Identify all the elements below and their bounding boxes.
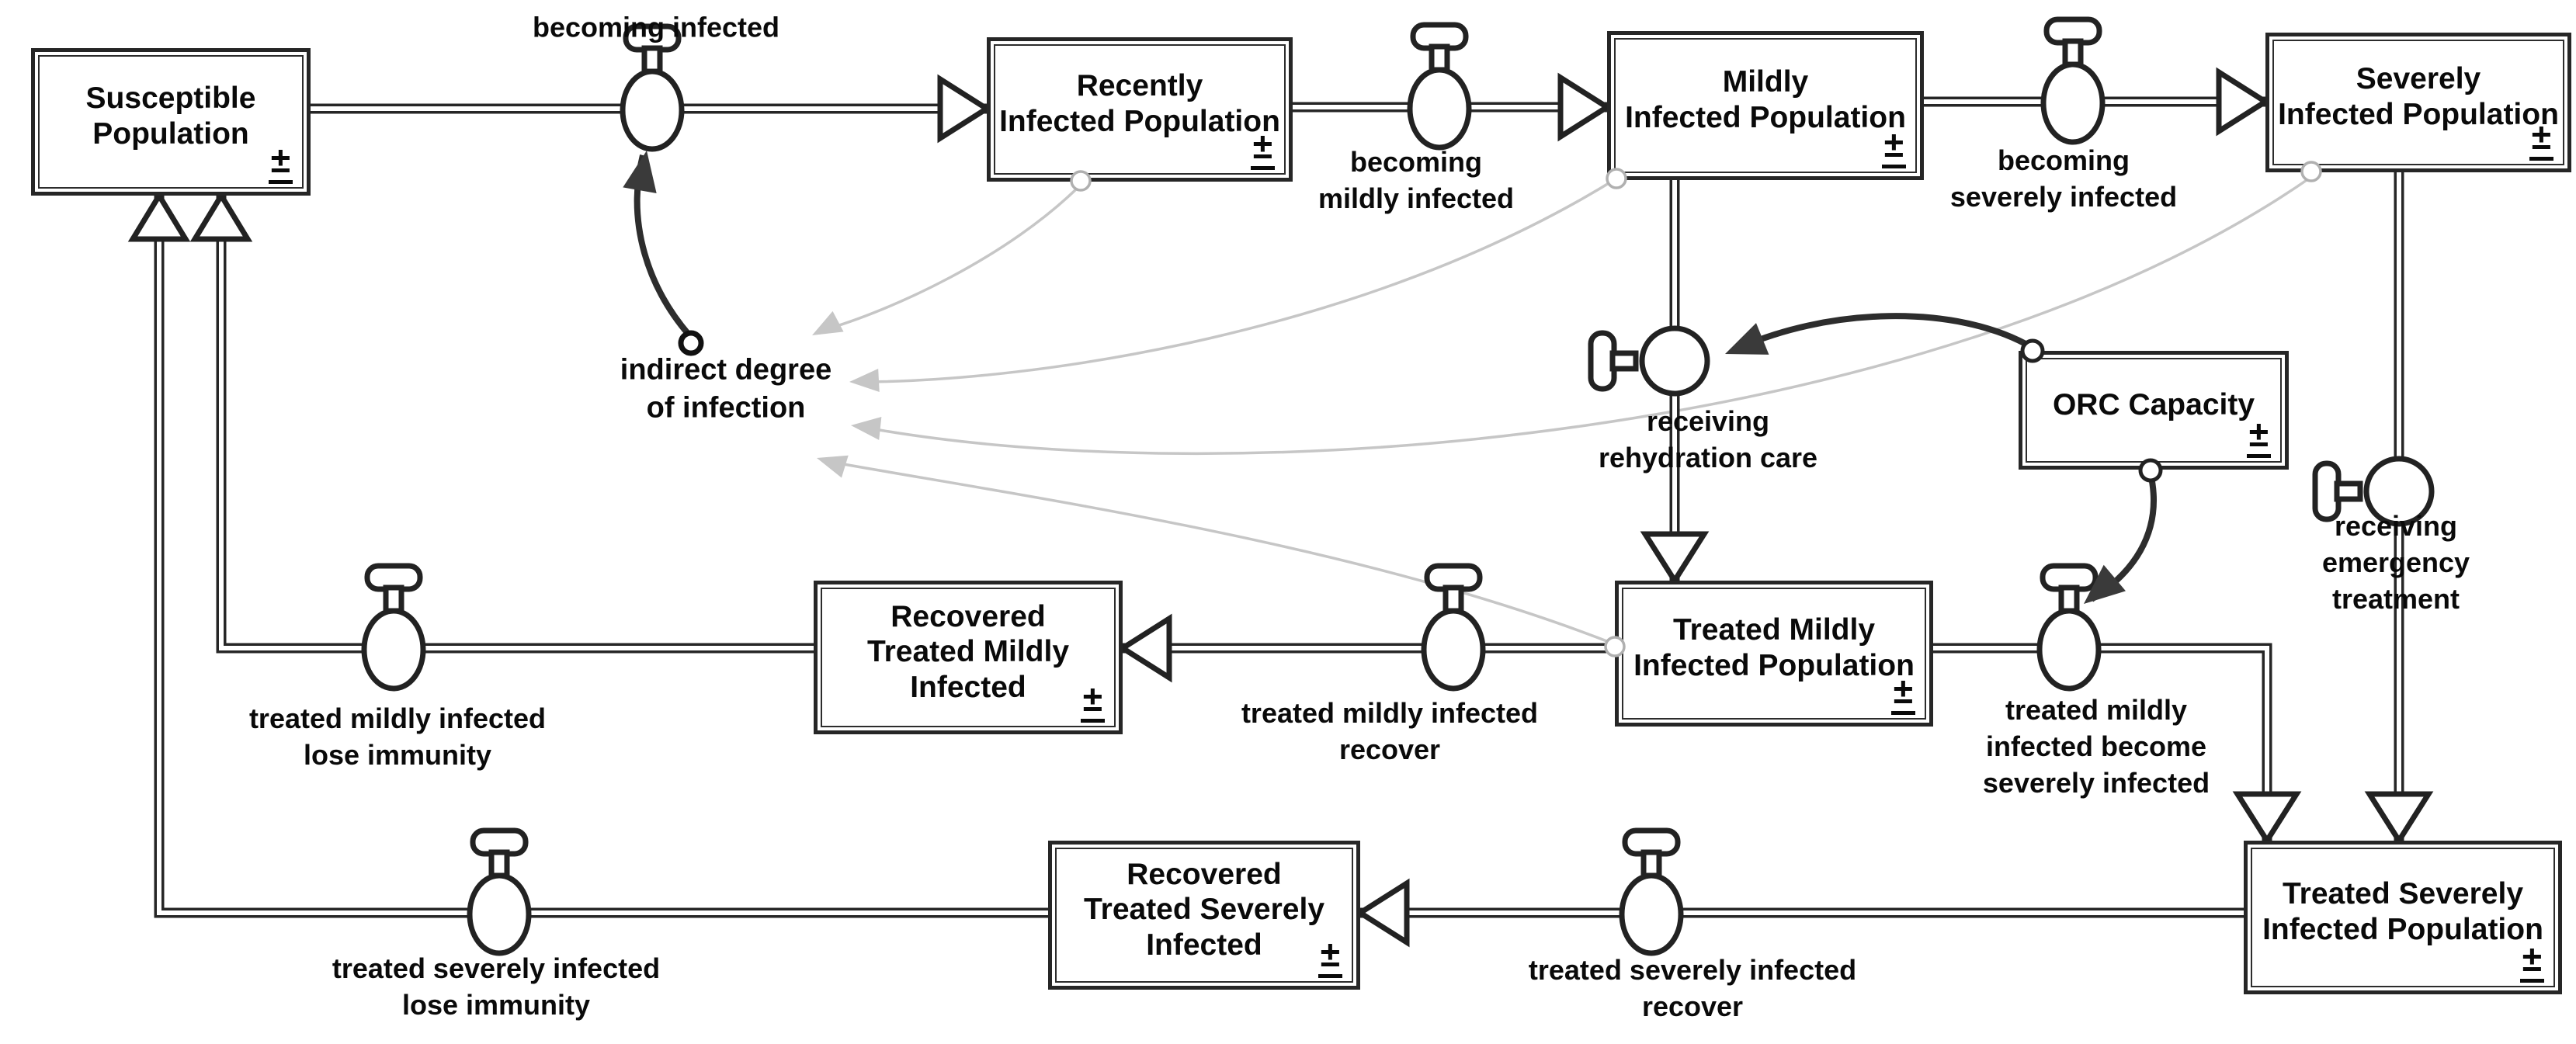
arrowhead-emergency-into-treated-severely (2364, 791, 2434, 846)
plus-minus-badge[interactable]: ± (268, 142, 293, 184)
flow-label-receiving-rehydration-care[interactable]: receiving rehydration care (1598, 405, 1818, 473)
plus-minus-badge[interactable]: ± (1080, 681, 1105, 723)
valve-treated-mildly-become-severely[interactable] (2036, 563, 2102, 692)
anchor-severely-infected-bottom (2300, 161, 2322, 182)
arrowhead-into-recovered-treated-mildly (1117, 613, 1172, 683)
valve-treated-mildly-recover[interactable] (1421, 563, 1486, 692)
stock-label: Recovered Treated Severely Infected (1083, 857, 1325, 962)
stock-label: Treated Mildly Infected Population (1633, 613, 1915, 682)
link-recently-infected-to-indirect-degree (812, 183, 1082, 335)
aux-label-indirect-degree-of-infection[interactable]: indirect degree of infection (620, 353, 832, 425)
flow-label-becoming-mildly-infected[interactable]: becoming mildly infected (1318, 146, 1515, 214)
link-orc-capacity-to-become-severely (2084, 473, 2157, 604)
stock-treated-mildly-infected-population[interactable]: Treated Mildly Infected Population ± (1615, 581, 1933, 727)
anchor-orc-capacity-top (2020, 338, 2045, 363)
stock-susceptible-population[interactable]: Susceptible Population ± (31, 48, 311, 196)
valve-treated-severely-recover[interactable] (1619, 827, 1684, 956)
link-treated-mildly-to-indirect-degree (817, 455, 1616, 646)
link-orc-capacity-to-rehydration-care (1725, 313, 2035, 355)
stock-label: Severely Infected Population (2278, 62, 2559, 131)
stock-treated-severely-infected-population[interactable]: Treated Severely Infected Population ± (2244, 841, 2562, 994)
plus-minus-badge[interactable]: ± (2246, 416, 2271, 458)
arrowhead-mild-return-into-susceptible (189, 190, 253, 242)
flow-label-treated-mildly-recover[interactable]: treated mildly infected recover (1241, 697, 1539, 765)
valve-receiving-emergency-treatment[interactable] (2312, 456, 2435, 527)
flow-label-becoming-infected[interactable]: becoming infected (532, 11, 780, 43)
flow-label-receiving-emergency-treatment[interactable]: receiving emergency treatment (2321, 509, 2470, 615)
plus-minus-badge[interactable]: ± (1890, 673, 1915, 715)
valve-treated-mildly-lose-immunity[interactable] (361, 563, 426, 692)
stock-label: Susceptible Population (85, 82, 256, 151)
link-mildly-infected-to-indirect-degree (849, 177, 1617, 392)
stock-mildly-infected-population[interactable]: Mildly Infected Population ± (1607, 31, 1924, 180)
flow-label-treated-severely-recover[interactable]: treated severely infected recover (1528, 954, 1857, 1022)
plus-minus-badge[interactable]: ± (1881, 127, 1906, 168)
plus-minus-badge[interactable]: ± (1250, 128, 1275, 170)
valve-treated-severely-lose-immunity[interactable] (467, 827, 532, 956)
plus-minus-badge[interactable]: ± (1318, 936, 1342, 978)
stock-label: Treated Severely Infected Population (2262, 877, 2543, 946)
valve-becoming-severely-infected[interactable] (2040, 16, 2106, 145)
arrowhead-into-recently-infected (937, 74, 992, 144)
flow-label-treated-severely-lose-immunity[interactable]: treated severely infected lose immunity (332, 952, 661, 1021)
valve-becoming-infected[interactable] (620, 23, 685, 152)
flow-arrowheads (127, 67, 2434, 948)
arrowhead-become-severely-into-treated-severely (2232, 791, 2302, 846)
anchor-orc-capacity-bottom (2138, 458, 2163, 483)
arrowhead-into-recovered-treated-severely (1355, 878, 1410, 948)
stock-label: Recovered Treated Mildly Infected (866, 599, 1070, 704)
arrowhead-severe-return-into-susceptible (127, 190, 191, 242)
stock-recovered-treated-mildly-infected[interactable]: Recovered Treated Mildly Infected ± (814, 581, 1123, 734)
anchor-recently-infected-bottom (1070, 170, 1092, 192)
stock-label: ORC Capacity (2052, 387, 2255, 421)
plus-minus-badge[interactable]: ± (2529, 119, 2553, 161)
plus-minus-badge[interactable]: ± (2519, 941, 2544, 983)
link-severely-infected-to-indirect-degree (851, 175, 2312, 456)
flow-label-becoming-severely-infected[interactable]: becoming severely infected (1949, 144, 2178, 213)
stock-label: Mildly Infected Population (1625, 65, 1906, 134)
arrowhead-into-treated-mildly (1640, 531, 1710, 586)
anchor-treated-mildly-left (1604, 636, 1626, 657)
stock-label: Recently Infected Population (999, 69, 1280, 138)
flow-label-treated-mildly-become-severely[interactable]: treated mildly infected become severely … (1982, 693, 2210, 799)
valve-becoming-mildly-infected[interactable] (1407, 22, 1472, 151)
arrowhead-into-mildly-infected (1557, 72, 1613, 142)
link-indirect-degree-to-becoming-infected (623, 151, 704, 356)
stock-recently-infected-population[interactable]: Recently Infected Population ± (987, 37, 1293, 182)
anchor-mildly-infected-bottom (1606, 168, 1627, 189)
arrowhead-into-severely-infected (2216, 67, 2271, 137)
stock-orc-capacity[interactable]: ORC Capacity ± (2019, 351, 2289, 470)
flow-label-treated-mildly-lose-immunity[interactable]: treated mildly infected lose immunity (248, 702, 547, 771)
indirect-degree-anchor-ring (678, 330, 704, 356)
valve-receiving-rehydration-care[interactable] (1588, 325, 1710, 397)
